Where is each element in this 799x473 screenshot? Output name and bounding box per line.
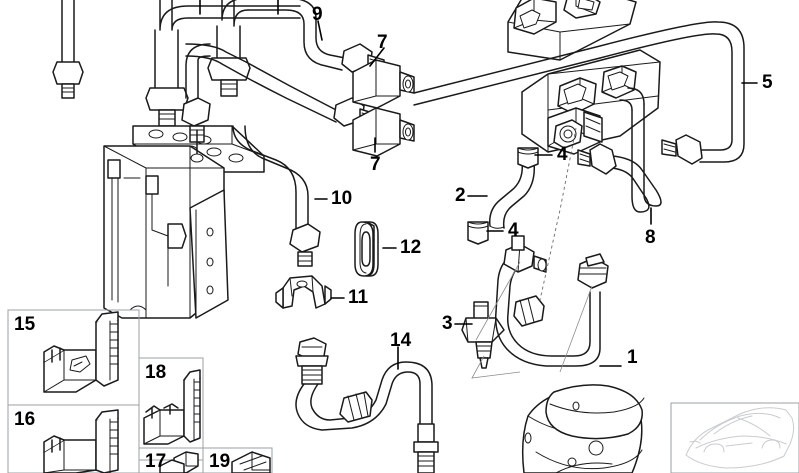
pipe-connector-head — [577, 253, 609, 289]
pipe-end-fitting — [289, 223, 321, 267]
callout-11: 11 — [348, 287, 369, 308]
brake-pipe-10 — [232, 125, 321, 267]
inset-boxes-layer — [7, 309, 799, 473]
callout-4-upper: 4 — [557, 144, 568, 165]
pipe-clip-holder-16 — [43, 409, 119, 473]
inset-label-18: 18 — [145, 362, 167, 383]
retaining-bracket-11 — [275, 275, 332, 309]
brake-pipe-1 — [471, 127, 609, 379]
pump-motor — [521, 384, 645, 473]
inset-label-16: 16 — [14, 409, 36, 430]
callout-12: 12 — [400, 237, 422, 258]
inset-label-17: 17 — [145, 451, 167, 472]
callout-10: 10 — [331, 188, 353, 209]
pipe-clip-rail-18 — [143, 369, 201, 445]
pipe-clip-17 — [159, 451, 199, 473]
callout-1: 1 — [627, 347, 638, 368]
callout-14: 14 — [390, 330, 412, 351]
brake-pipe-group-top — [52, 0, 415, 157]
pipe-end-fitting — [577, 143, 617, 175]
brake-hose-14 — [295, 337, 439, 473]
brake-fluid-reservoir — [507, 0, 637, 61]
rubber-grommet-12 — [354, 221, 379, 277]
callout-3: 3 — [442, 313, 453, 334]
pipe-clip-19 — [231, 451, 271, 473]
inset-label-15: 15 — [14, 314, 36, 335]
callout-9: 9 — [312, 4, 323, 25]
brake-pipe-5 — [413, 21, 745, 165]
inset-label-19: 19 — [209, 451, 231, 472]
callout-5: 5 — [762, 72, 773, 93]
pipe-clip-holder-15 — [43, 311, 119, 393]
callout-7-lower: 7 — [370, 154, 381, 175]
callout-4-lower: 4 — [508, 220, 519, 241]
master-cylinder — [521, 49, 661, 155]
abs-hydraulic-unit — [103, 43, 265, 319]
vehicle-outline — [685, 407, 795, 469]
brake-pipe-8 — [577, 87, 662, 213]
callout-2: 2 — [455, 185, 466, 206]
callout-leader-lines — [199, 0, 758, 370]
suction-hose-2 — [488, 161, 536, 229]
callout-7-upper: 7 — [377, 32, 388, 53]
hose-clamp-4-upper — [517, 147, 539, 169]
pipe-end-fitting — [661, 134, 703, 165]
callout-8: 8 — [645, 227, 656, 248]
hose-clamp-4-lower — [467, 221, 489, 245]
union-nut-connector-lower — [352, 107, 415, 157]
pipe-connector-head — [503, 235, 547, 273]
union-nut-connector-upper — [352, 59, 415, 109]
